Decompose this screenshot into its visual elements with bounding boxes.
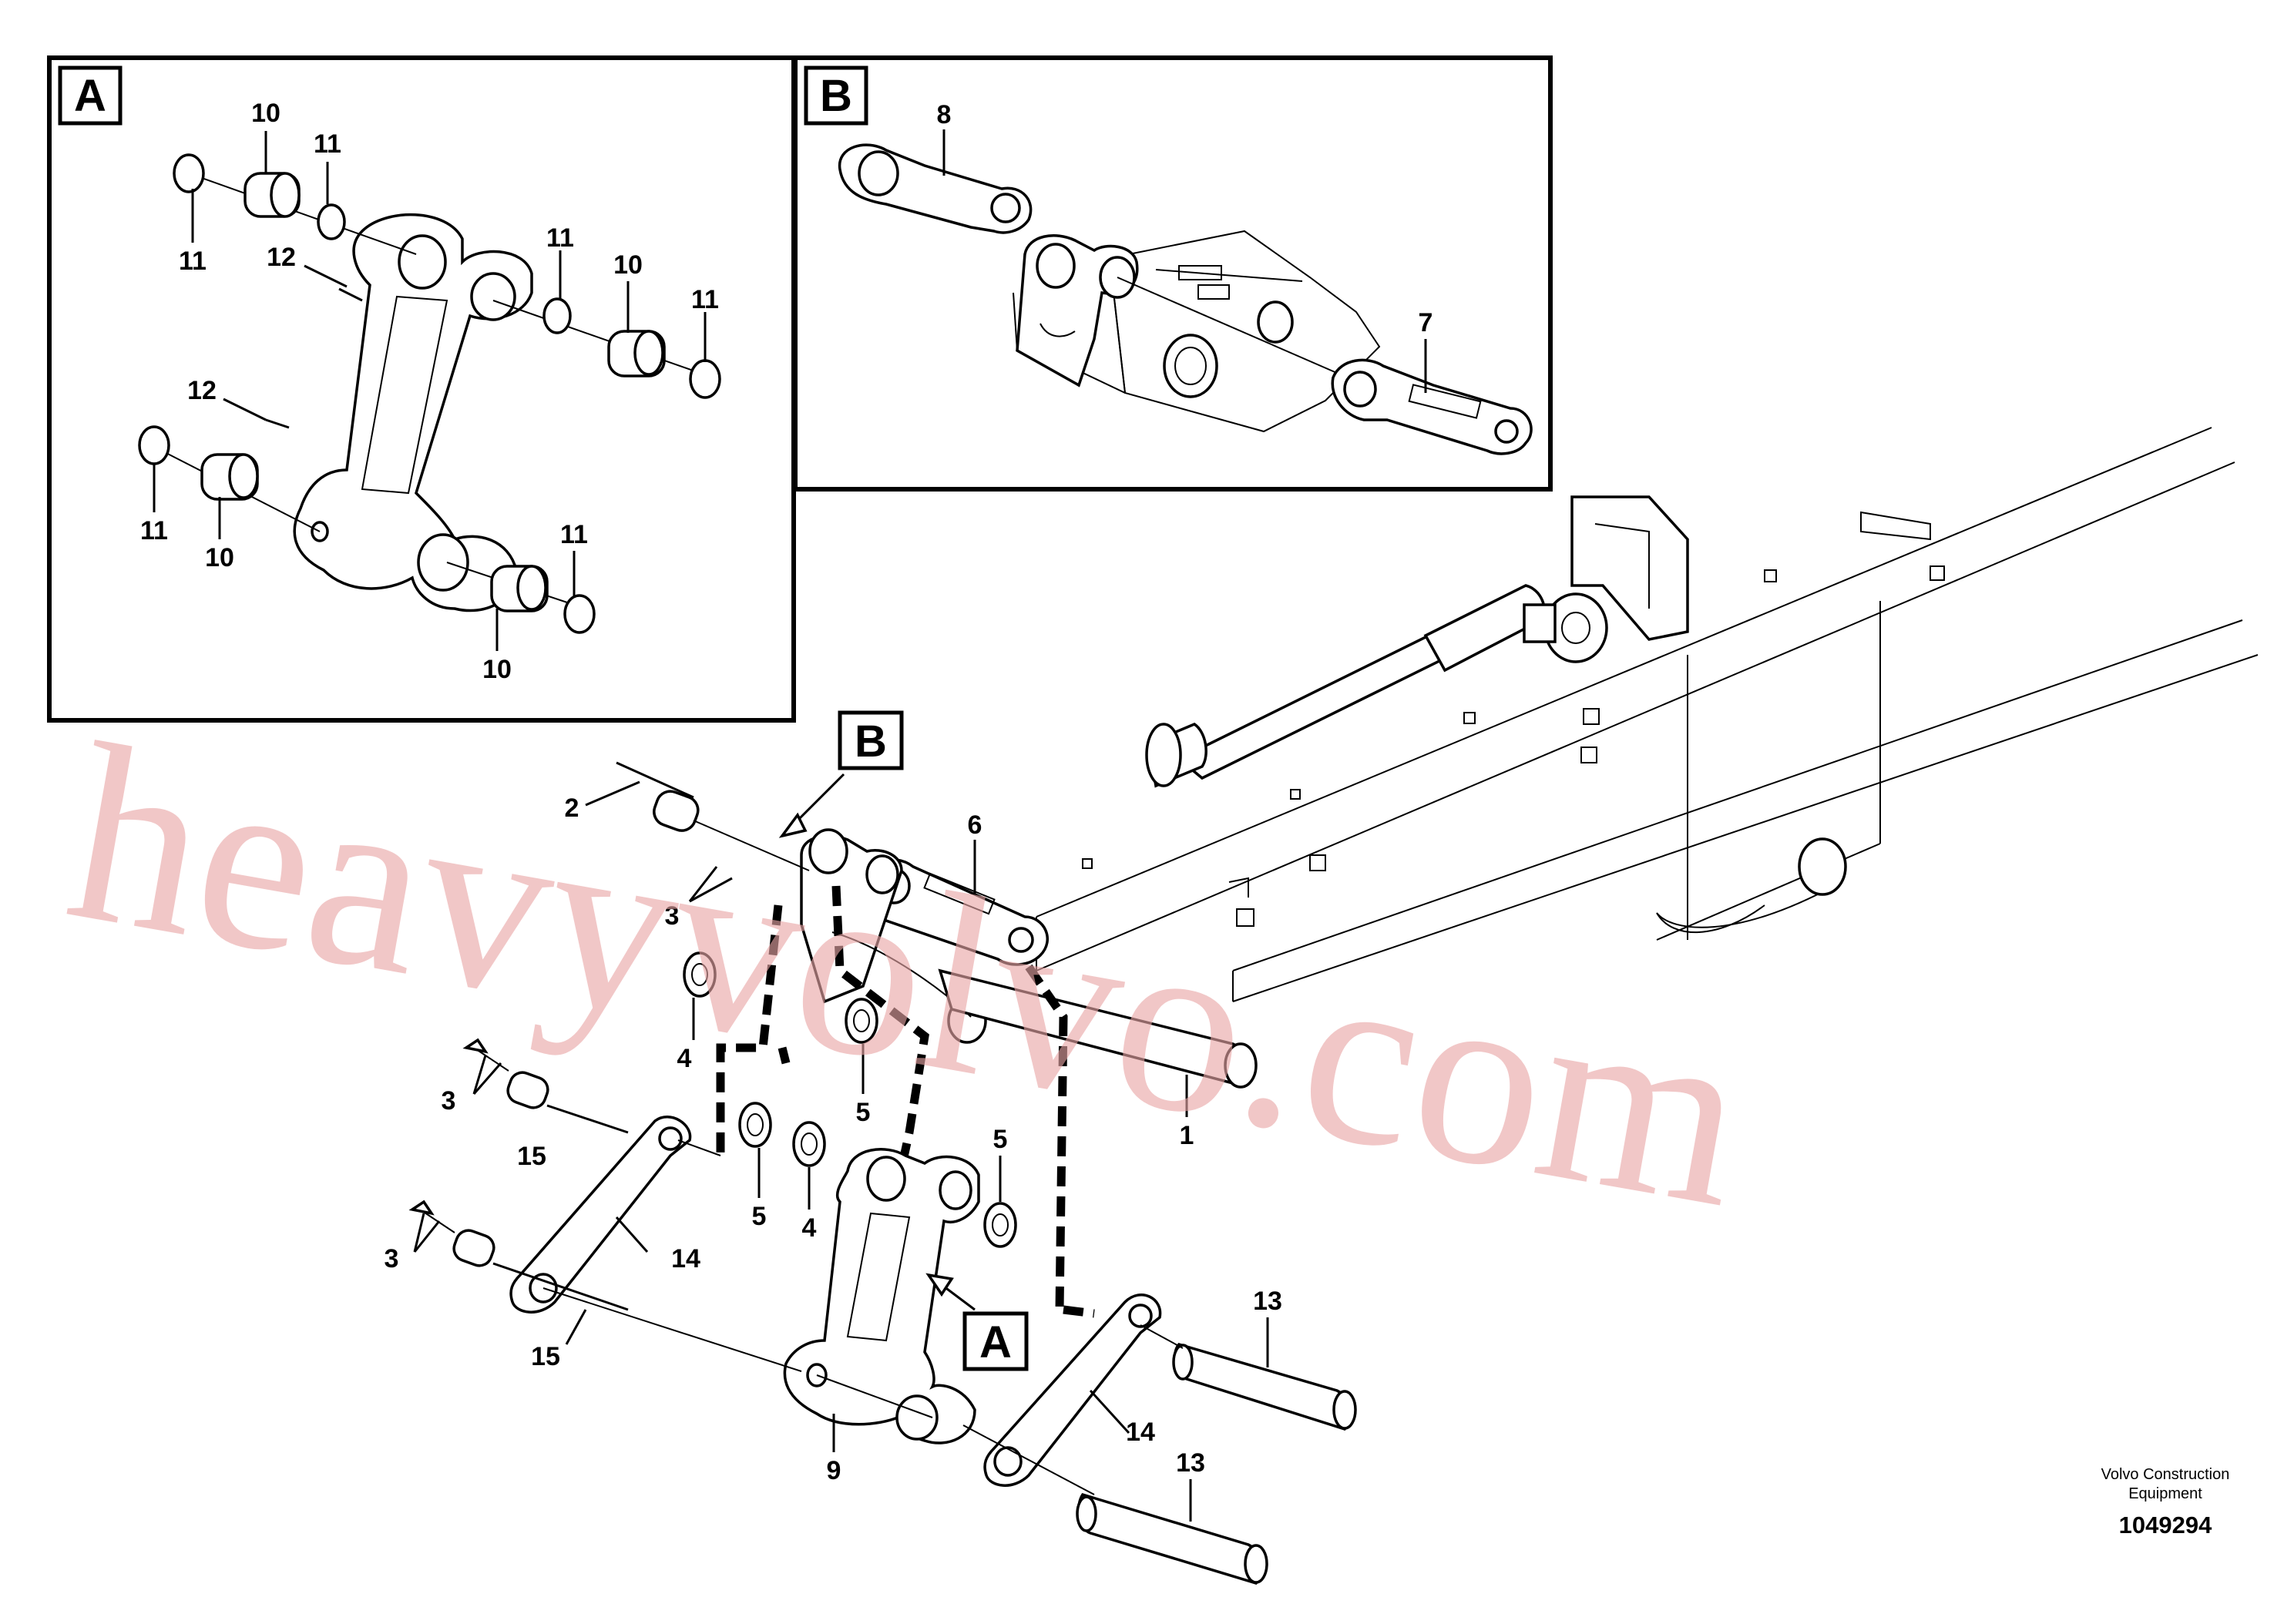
callout-box-a: A bbox=[962, 1311, 1029, 1371]
label-5: 5 bbox=[752, 1202, 767, 1231]
boom-assembly bbox=[408, 427, 2259, 1585]
boom-small-fittings bbox=[1082, 511, 1945, 927]
leader-lines-detail-a bbox=[153, 131, 707, 651]
leader-lines-main bbox=[413, 780, 1269, 1522]
leader-lines-detail-b bbox=[942, 129, 1427, 393]
label-7: 7 bbox=[1419, 308, 1433, 337]
label-11: 11 bbox=[179, 247, 207, 276]
drawing-footer: Volvo Construction Equipment 1049294 bbox=[2101, 1466, 2230, 1538]
washers-main bbox=[683, 951, 1017, 1248]
label-8: 8 bbox=[937, 100, 952, 129]
label-2: 2 bbox=[565, 794, 579, 823]
pin-13-upper bbox=[1140, 1324, 1357, 1431]
pin-2 bbox=[616, 761, 810, 871]
label-5: 5 bbox=[993, 1125, 1008, 1154]
label-6: 6 bbox=[968, 810, 982, 840]
label-1: 1 bbox=[1180, 1121, 1194, 1150]
label-3: 3 bbox=[665, 901, 680, 931]
label-9: 9 bbox=[827, 1456, 841, 1485]
callout-box-b: B bbox=[838, 710, 904, 770]
detail-box-b: B bbox=[793, 55, 1553, 492]
callout-a-arrow bbox=[925, 1273, 954, 1297]
label-11: 11 bbox=[560, 520, 588, 549]
bolt-15-upper bbox=[462, 1038, 629, 1134]
detail-box-a-letter: A bbox=[74, 71, 106, 121]
callout-a-letter: A bbox=[979, 1317, 1012, 1367]
label-12: 12 bbox=[187, 376, 217, 405]
label-3: 3 bbox=[385, 1244, 399, 1273]
link-plate-14-right bbox=[962, 1293, 1162, 1495]
label-10: 10 bbox=[613, 250, 643, 280]
label-3: 3 bbox=[442, 1086, 456, 1116]
detail-box-a: A bbox=[47, 55, 796, 723]
label-4: 4 bbox=[802, 1213, 817, 1243]
link-plate-14-left bbox=[509, 1116, 802, 1372]
label-10: 10 bbox=[251, 99, 280, 128]
label-5: 5 bbox=[856, 1098, 871, 1127]
label-15: 15 bbox=[517, 1142, 546, 1171]
label-4: 4 bbox=[677, 1044, 692, 1073]
label-11: 11 bbox=[314, 129, 341, 159]
bolt-15-lower bbox=[408, 1200, 629, 1311]
label-14: 14 bbox=[671, 1244, 700, 1273]
label-13: 13 bbox=[1253, 1287, 1282, 1316]
pin-1 bbox=[938, 968, 1258, 1089]
callout-b-arrow bbox=[778, 812, 808, 838]
label-11: 11 bbox=[546, 223, 574, 253]
boom-end-detail-b bbox=[1043, 230, 1381, 433]
part-labels: 10 11 11 12 11 10 11 12 11 10 11 10 8 7 … bbox=[140, 99, 1432, 1485]
link-body-detail-b bbox=[1013, 234, 1139, 388]
company-name-line1: Volvo Construction bbox=[2101, 1466, 2230, 1483]
label-10: 10 bbox=[205, 543, 234, 572]
label-14: 14 bbox=[1126, 1418, 1155, 1447]
link-body-9 bbox=[783, 1148, 980, 1444]
label-10: 10 bbox=[482, 655, 512, 684]
bushings-and-rings-detail-a bbox=[138, 153, 721, 634]
drawing-number: 1049294 bbox=[2119, 1512, 2212, 1538]
label-13: 13 bbox=[1176, 1448, 1205, 1478]
link-rod-7-detail-b bbox=[1117, 277, 1533, 455]
label-15: 15 bbox=[531, 1342, 560, 1371]
company-name-line2: Equipment bbox=[2128, 1485, 2202, 1502]
pin-13-lower bbox=[1076, 1492, 1268, 1585]
label-11: 11 bbox=[140, 516, 168, 545]
link-rod-8-detail-b bbox=[838, 143, 1033, 234]
detail-box-b-letter: B bbox=[820, 71, 852, 121]
label-12: 12 bbox=[267, 243, 296, 272]
label-11: 11 bbox=[691, 285, 719, 314]
callout-b-letter: B bbox=[855, 716, 887, 767]
